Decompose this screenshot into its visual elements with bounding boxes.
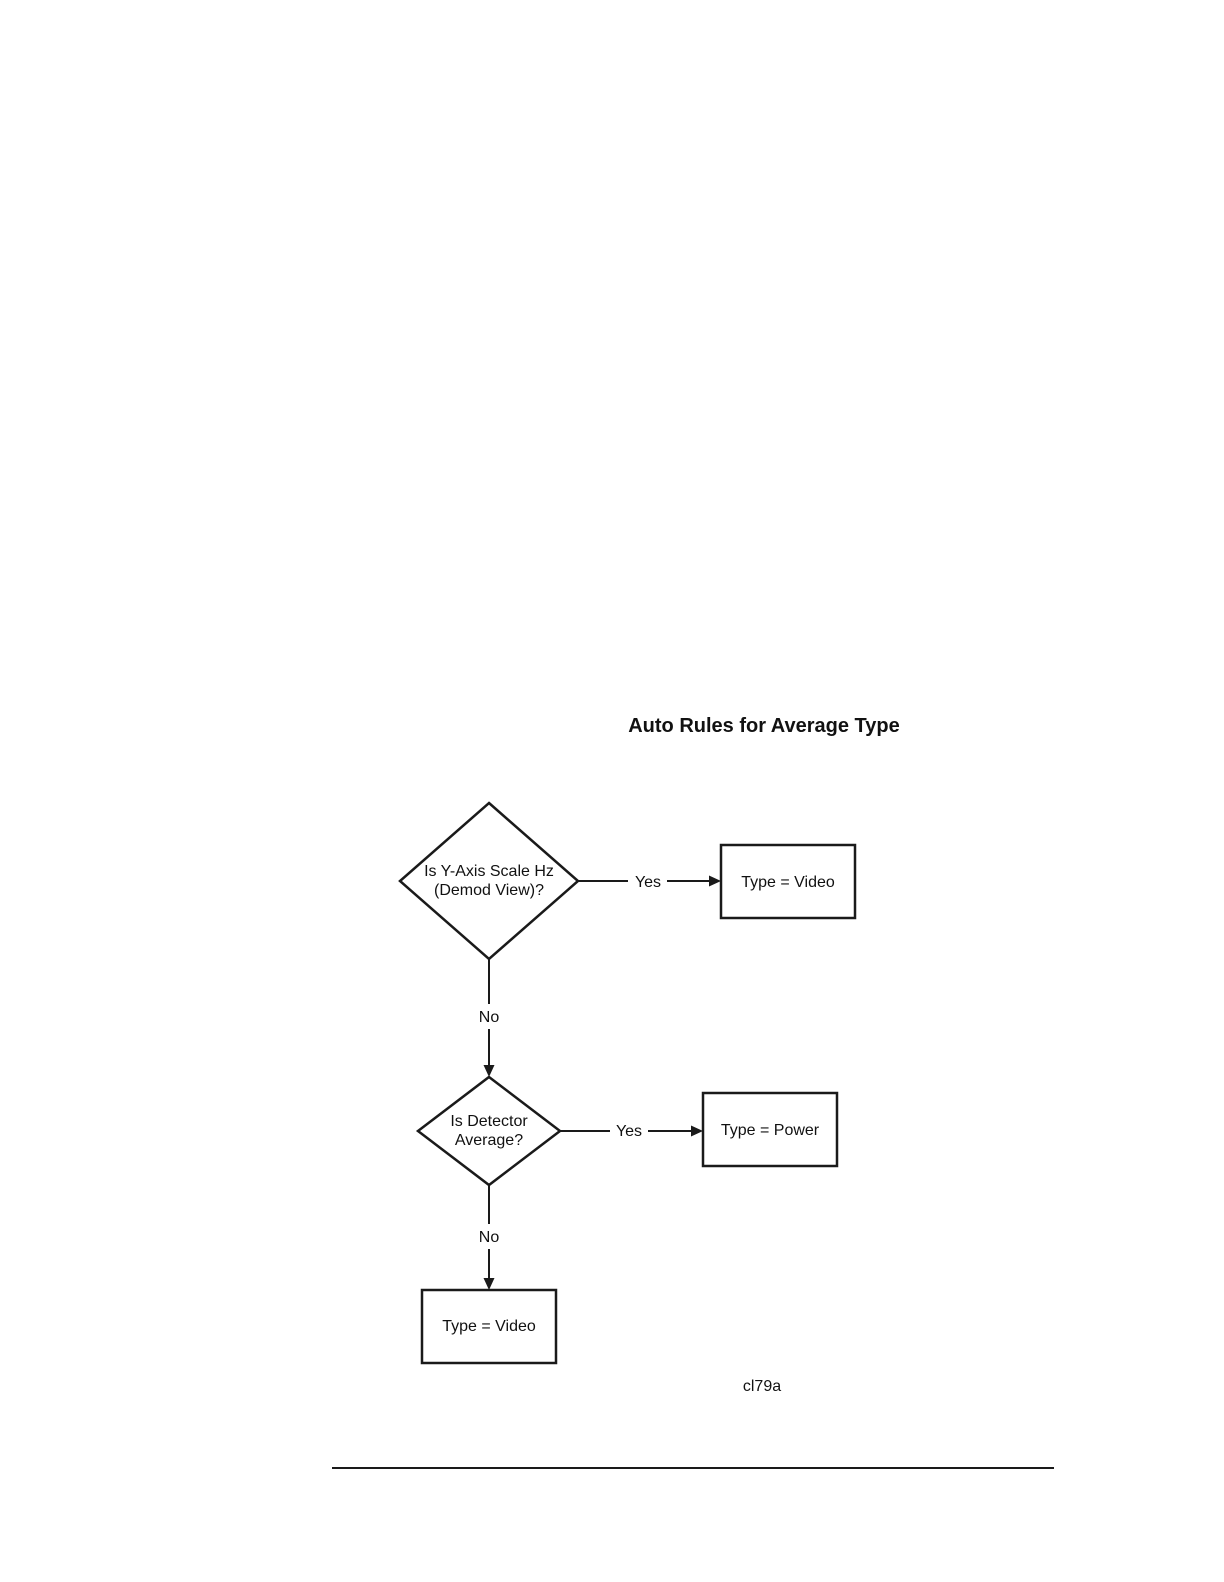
edge-label-no: No — [479, 1009, 500, 1026]
decision-diamond — [418, 1077, 560, 1185]
result-power: Type = Power — [703, 1093, 837, 1166]
arrowhead-down-icon — [484, 1278, 495, 1290]
arrowhead-right-icon — [709, 876, 721, 887]
figure-id: cl79a — [743, 1378, 781, 1395]
result-power-label: Type = Power — [721, 1122, 820, 1139]
diagram-title: Auto Rules for Average Type — [628, 715, 900, 737]
edge-label-no: No — [479, 1229, 500, 1246]
edge-yaxis-no: No — [479, 959, 500, 1077]
decision-detector-line1: Is Detector — [450, 1113, 528, 1130]
decision-yaxis-line1: Is Y-Axis Scale Hz — [424, 863, 554, 880]
edge-label-yes: Yes — [635, 874, 661, 891]
edge-yaxis-yes: Yes — [578, 874, 721, 891]
result-video-top-label: Type = Video — [741, 874, 835, 891]
edge-label-yes: Yes — [616, 1123, 642, 1140]
arrowhead-down-icon — [484, 1065, 495, 1077]
decision-detector-average: Is Detector Average? — [418, 1077, 560, 1185]
edge-detector-yes: Yes — [560, 1123, 703, 1140]
arrowhead-right-icon — [691, 1126, 703, 1137]
decision-yaxis-scale: Is Y-Axis Scale Hz (Demod View)? — [400, 803, 578, 959]
decision-diamond — [400, 803, 578, 959]
decision-detector-line2: Average? — [455, 1132, 523, 1149]
decision-yaxis-line2: (Demod View)? — [434, 882, 544, 899]
footer-divider — [332, 1467, 1054, 1469]
result-video-bottom: Type = Video — [422, 1290, 556, 1363]
result-video-top: Type = Video — [721, 845, 855, 918]
result-video-bottom-label: Type = Video — [442, 1318, 536, 1335]
edge-detector-no: No — [479, 1185, 500, 1290]
